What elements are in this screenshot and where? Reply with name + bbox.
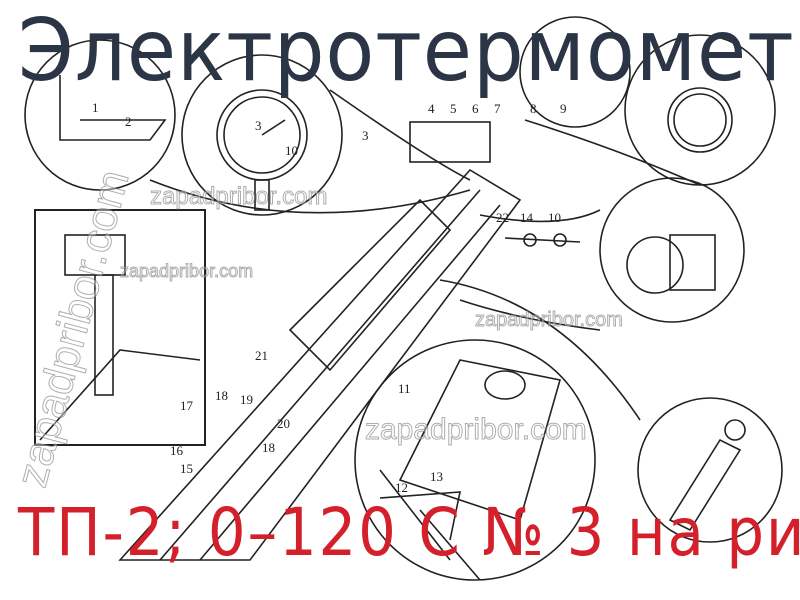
callout-number: 10 — [548, 210, 561, 225]
callout-number: 20 — [277, 416, 290, 431]
callout-number: 9 — [560, 101, 567, 116]
callout-number: 18 — [215, 388, 228, 403]
detail-circle-connector — [637, 397, 783, 543]
detail-circle-radiator — [354, 339, 596, 581]
detail-circle-gauge — [181, 54, 343, 216]
callout-number: 19 — [240, 392, 253, 407]
page-title: Электротермометр — [18, 1, 800, 101]
callout-number: 4 — [428, 101, 435, 116]
gauge-scale-label: 10 — [285, 143, 298, 158]
detail-circle-sensor-top — [519, 16, 631, 128]
gauge-scale-label: 3 — [255, 118, 262, 133]
callout-number: 13 — [430, 469, 443, 484]
callout-number: 7 — [494, 101, 501, 116]
watermark: zapadpribor.com — [119, 261, 254, 281]
detail-circle-bracket — [24, 39, 176, 191]
callout-number: 15 — [180, 461, 193, 476]
callout-number: 12 — [395, 480, 408, 495]
product-subtitle: ТП-2; 0–120 С № 3 на рис. — [18, 494, 800, 571]
watermark: zapadpribor.com — [149, 183, 328, 210]
callout-number: 22 — [496, 210, 509, 225]
callout-number: 3 — [362, 128, 369, 143]
watermark: zapadpribor.com — [365, 413, 588, 446]
callout-number: 18 — [262, 440, 275, 455]
callout-number: 1 — [92, 100, 99, 115]
callout-number: 16 — [170, 443, 184, 458]
callout-number: 14 — [520, 210, 534, 225]
detail-circle-indicator — [599, 177, 745, 323]
callout-number: 11 — [398, 381, 411, 396]
callout-number: 17 — [180, 398, 194, 413]
callout-number: 8 — [530, 101, 537, 116]
callout-number: 2 — [125, 114, 132, 129]
callout-number: 21 — [255, 348, 268, 363]
watermark: zapadpribor.com — [475, 309, 624, 331]
detail-box-sensor — [34, 209, 206, 446]
callout-number: 6 — [472, 101, 479, 116]
callout-number: 5 — [450, 101, 457, 116]
